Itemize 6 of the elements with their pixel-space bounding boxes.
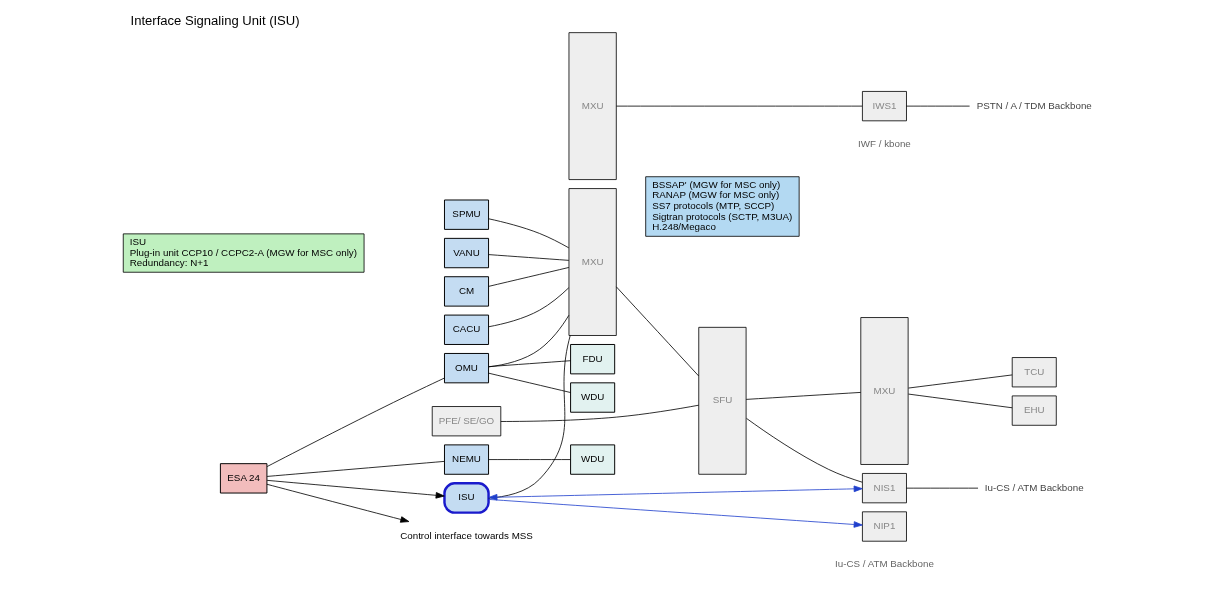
node-text: Control interface towards MSS [400,529,533,541]
diagram-title: Interface Signaling Unit (ISU) [130,13,300,29]
node-text: PSTN / A / TDM Backbone [976,99,1092,111]
node-text: Iu-CS / ATM Backbone [984,481,1084,493]
label: Iu-CS / ATM Backbone [835,558,934,570]
label: IWF / kbone [858,138,911,150]
